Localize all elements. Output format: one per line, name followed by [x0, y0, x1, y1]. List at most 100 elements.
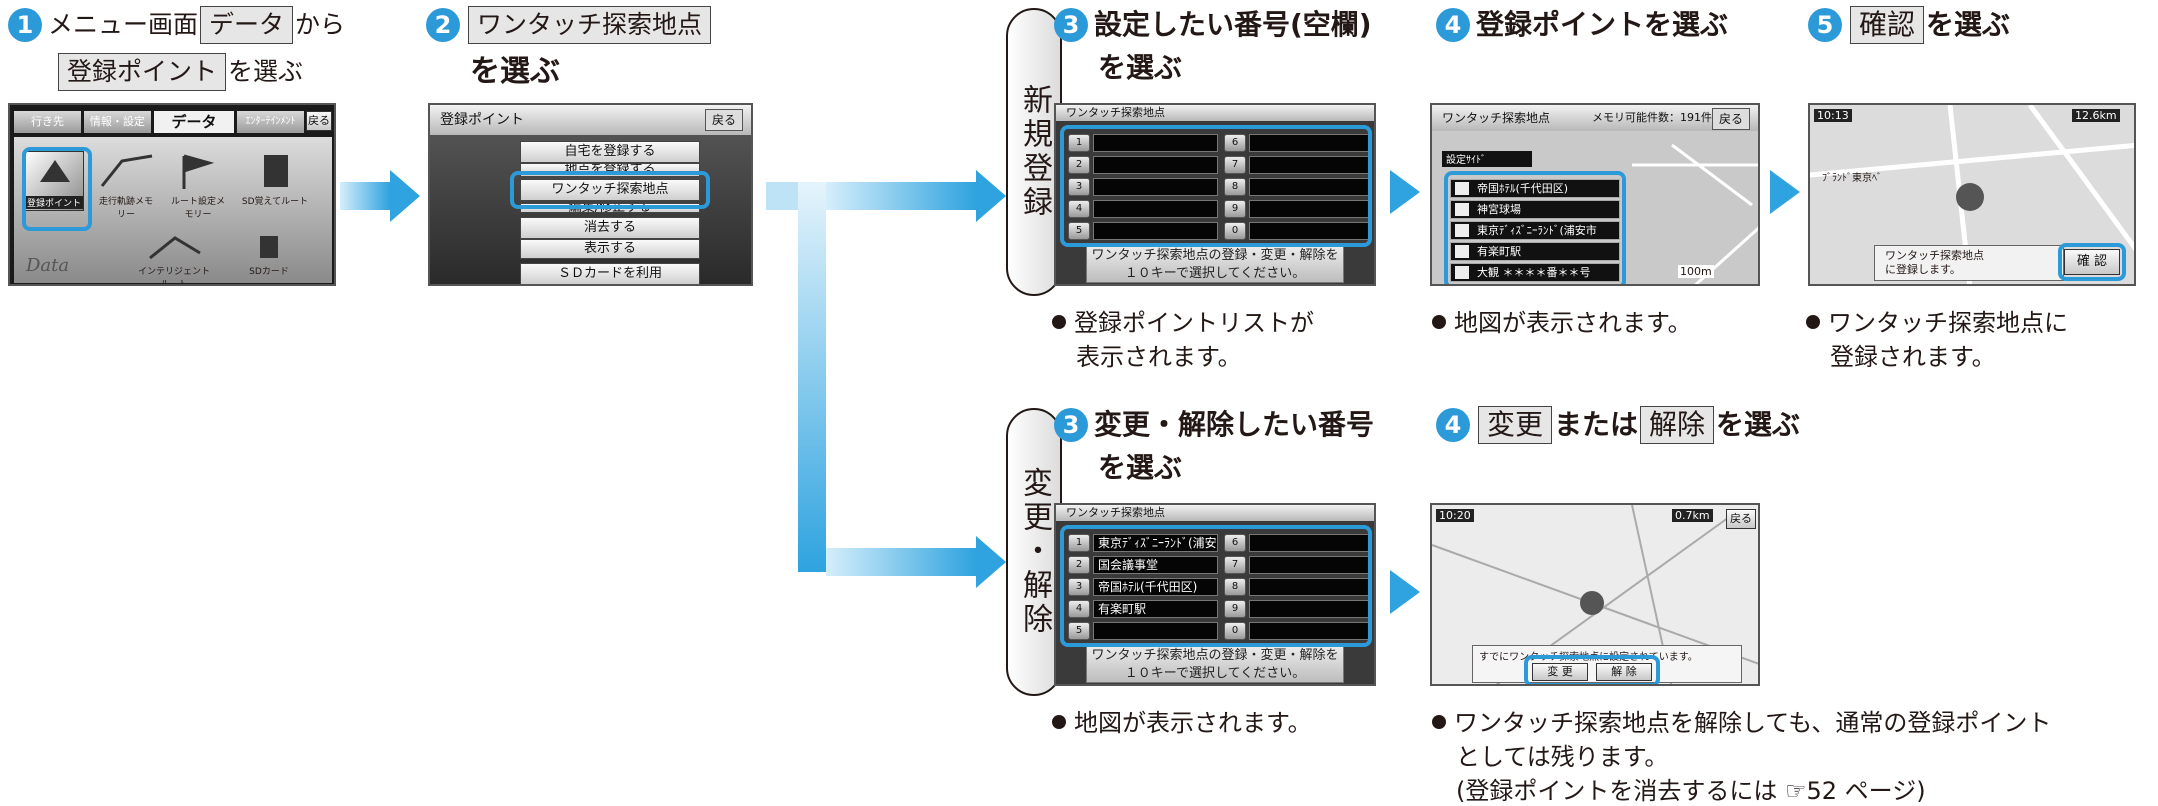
- bullet-icon: [1432, 715, 1446, 729]
- change-step-4-badge: 4: [1436, 408, 1470, 442]
- list-row[interactable]: 8: [1224, 577, 1372, 597]
- reg-point-screen: 登録ポイント 戻る 自宅を登録する 地点を登録する ワンタッチ探索地点 編集/修…: [428, 103, 753, 286]
- list-row[interactable]: 0: [1224, 621, 1372, 641]
- list-row[interactable]: 9: [1224, 199, 1372, 219]
- step-2-line1: ワンタッチ探索地点: [466, 3, 713, 47]
- note-line-1: 地図が表示されます。: [1074, 709, 1312, 737]
- number-chip: 1: [1068, 134, 1090, 152]
- side-label-new: 新規登録: [1006, 8, 1062, 296]
- menu-home[interactable]: 自宅を登録する: [520, 141, 700, 163]
- point-item[interactable]: 大観 ＊＊＊＊番＊＊号: [1450, 263, 1620, 282]
- branch-bottom: [826, 548, 976, 576]
- icon-track-memory[interactable]: 走行軌跡メモリー: [96, 151, 156, 220]
- list-title: ワンタッチ探索地点: [1066, 506, 1165, 519]
- menu-display[interactable]: 表示する: [520, 239, 700, 259]
- points-header: ワンタッチ探索地点 メモリ可能件数：191件 戻る: [1432, 105, 1758, 131]
- list-row[interactable]: 5: [1068, 621, 1218, 641]
- icon-reg-point[interactable]: 登録ポイント: [24, 151, 84, 211]
- list-slot: [1093, 200, 1218, 218]
- menu-delete[interactable]: 消去する: [520, 217, 700, 239]
- change-button[interactable]: 変 更: [1532, 663, 1588, 681]
- list-row[interactable]: 8: [1224, 177, 1372, 197]
- step-1-text-b: から: [295, 10, 346, 39]
- branch-vertical: [798, 182, 826, 572]
- flag-icon: [182, 154, 215, 189]
- reg-point-highlight: [22, 147, 92, 231]
- track-icon: [100, 154, 153, 187]
- brand-text: Data: [26, 255, 70, 276]
- number-chip: 2: [1068, 556, 1090, 574]
- list-row[interactable]: 6: [1224, 533, 1372, 553]
- list-row[interactable]: 0: [1224, 221, 1372, 241]
- tab-info-settings[interactable]: 情報・設定: [83, 111, 151, 133]
- bullet-icon: [1052, 715, 1066, 729]
- number-chip: 5: [1068, 222, 1090, 240]
- icon-sd-card[interactable]: SDカード: [234, 233, 304, 279]
- note-line-1: ワンタッチ探索地点を解除しても、通常の登録ポイント: [1454, 709, 2052, 737]
- list-slot: 国会議事堂: [1093, 556, 1218, 574]
- list-row[interactable]: 6: [1224, 133, 1372, 153]
- back-button[interactable]: 戻る: [1711, 108, 1750, 130]
- pin-icon: [1455, 182, 1469, 195]
- new-step-5-text: を選ぶ: [1926, 8, 2011, 41]
- point-name: 神宮球場: [1477, 203, 1521, 216]
- point-name: 有楽町駅: [1477, 245, 1521, 258]
- note-line-1: 地図が表示されます。: [1454, 309, 1692, 337]
- list-row[interactable]: 3: [1068, 177, 1218, 197]
- list-footer: ワンタッチ探索地点の登録・変更・解除を １０キーで選択してください。: [1086, 245, 1344, 283]
- points-highlight: [1444, 171, 1626, 284]
- change-step-4-note: ワンタッチ探索地点を解除しても、通常の登録ポイント としては残ります。 (登録ポ…: [1432, 706, 2051, 806]
- number-chip: 3: [1068, 578, 1090, 596]
- list-row[interactable]: 9: [1224, 599, 1372, 619]
- change-highlight: [1524, 655, 1660, 684]
- tab-data[interactable]: データ: [153, 111, 235, 133]
- point-item[interactable]: 神宮球場: [1450, 200, 1620, 219]
- points-label: 設定ｻｲﾄﾞ: [1442, 151, 1532, 167]
- pin-icon: [1455, 245, 1469, 258]
- footer-line-2: １０キーで選択してください。: [1124, 666, 1306, 681]
- back-button[interactable]: 戻る: [1726, 509, 1756, 529]
- icon-route-memory[interactable]: ルート設定メモリー: [168, 151, 228, 220]
- point-item[interactable]: 帝国ﾎﾃﾙ(千代田区): [1450, 179, 1620, 198]
- menu-one-touch[interactable]: ワンタッチ探索地点: [520, 179, 700, 201]
- icon-sd-route[interactable]: SD覚えてルート: [240, 151, 310, 217]
- change-step-4-line: 変更または解除を選ぶ: [1476, 403, 1800, 447]
- new-step-5-badge: 5: [1808, 8, 1842, 42]
- number-chip: 3: [1068, 178, 1090, 196]
- icon-intelligent-route[interactable]: インテリジェントルート: [134, 233, 214, 284]
- release-button[interactable]: 解 除: [1596, 663, 1652, 681]
- back-button[interactable]: 戻る: [306, 111, 332, 131]
- back-button[interactable]: 戻る: [704, 109, 743, 131]
- list-row[interactable]: 7: [1224, 155, 1372, 175]
- tab-entertainment[interactable]: ｴﾝﾀｰﾃｲﾝﾒﾝﾄ: [237, 111, 304, 133]
- point-name: 東京ﾃﾞｨｽﾞﾆｰﾗﾝﾄﾞ(浦安市: [1477, 224, 1597, 237]
- pin-icon: [1455, 266, 1469, 279]
- point-item[interactable]: 東京ﾃﾞｨｽﾞﾆｰﾗﾝﾄﾞ(浦安市: [1450, 221, 1620, 240]
- distance-display: 12.6km: [2072, 109, 2120, 122]
- step-1-badge: 1: [8, 8, 42, 42]
- confirm-button[interactable]: 確 認: [2064, 249, 2120, 275]
- list-slot: [1093, 156, 1218, 174]
- list-row[interactable]: 2: [1068, 155, 1218, 175]
- list-row[interactable]: 4: [1068, 199, 1218, 219]
- note-line-1: ワンタッチ探索地点に: [1828, 309, 2068, 337]
- branch-top: [826, 182, 976, 210]
- list-row[interactable]: 1: [1068, 133, 1218, 153]
- data-menu-screen: 行き先 情報・設定 データ ｴﾝﾀｰﾃｲﾝﾒﾝﾄ 戻る 登録ポイント 走行軌跡メ…: [8, 103, 336, 286]
- or-text: または: [1554, 408, 1639, 441]
- time-display: 10:13: [1814, 109, 1852, 122]
- footer-line-2: １０キーで選択してください。: [1124, 266, 1306, 281]
- scale-text: 100m: [1678, 265, 1714, 278]
- distance-display: 0.7km: [1672, 509, 1713, 522]
- tab-destination[interactable]: 行き先: [14, 111, 81, 133]
- sd-card-icon: [264, 155, 288, 187]
- list-row[interactable]: 5: [1068, 221, 1218, 241]
- list-row[interactable]: 7: [1224, 555, 1372, 575]
- icon-label: SDカード: [249, 267, 289, 277]
- point-item[interactable]: 有楽町駅: [1450, 242, 1620, 261]
- menu-sd-card[interactable]: ＳＤカードを利用: [520, 263, 700, 284]
